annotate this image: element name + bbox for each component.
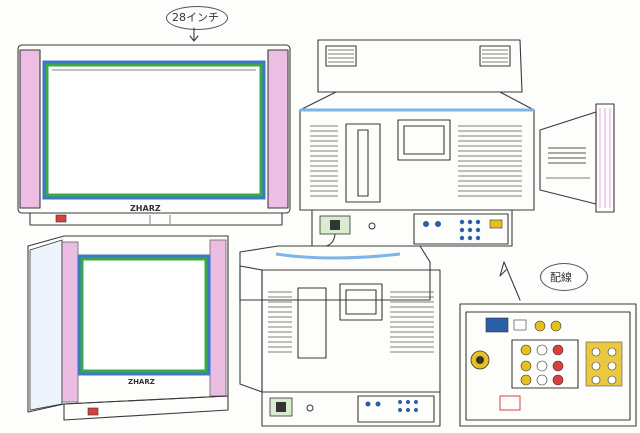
tv-perspective-rear-view [239, 245, 441, 427]
size-annotation [166, 6, 228, 30]
tv-perspective-front-view: ZHARZ [27, 235, 229, 421]
perspective-brand-label: ZHARZ [128, 378, 155, 386]
tv-side-view [539, 103, 615, 213]
tv-front-view: ZHARZ [17, 44, 291, 226]
wiring-annotation-text: 配線 [550, 271, 572, 284]
front-brand-label: ZHARZ [130, 204, 161, 213]
wiring-panel-detail [459, 261, 637, 427]
wiring-annotation [540, 263, 588, 291]
tv-rear-view [299, 39, 535, 247]
size-annotation-text: 28インチ [172, 11, 219, 24]
